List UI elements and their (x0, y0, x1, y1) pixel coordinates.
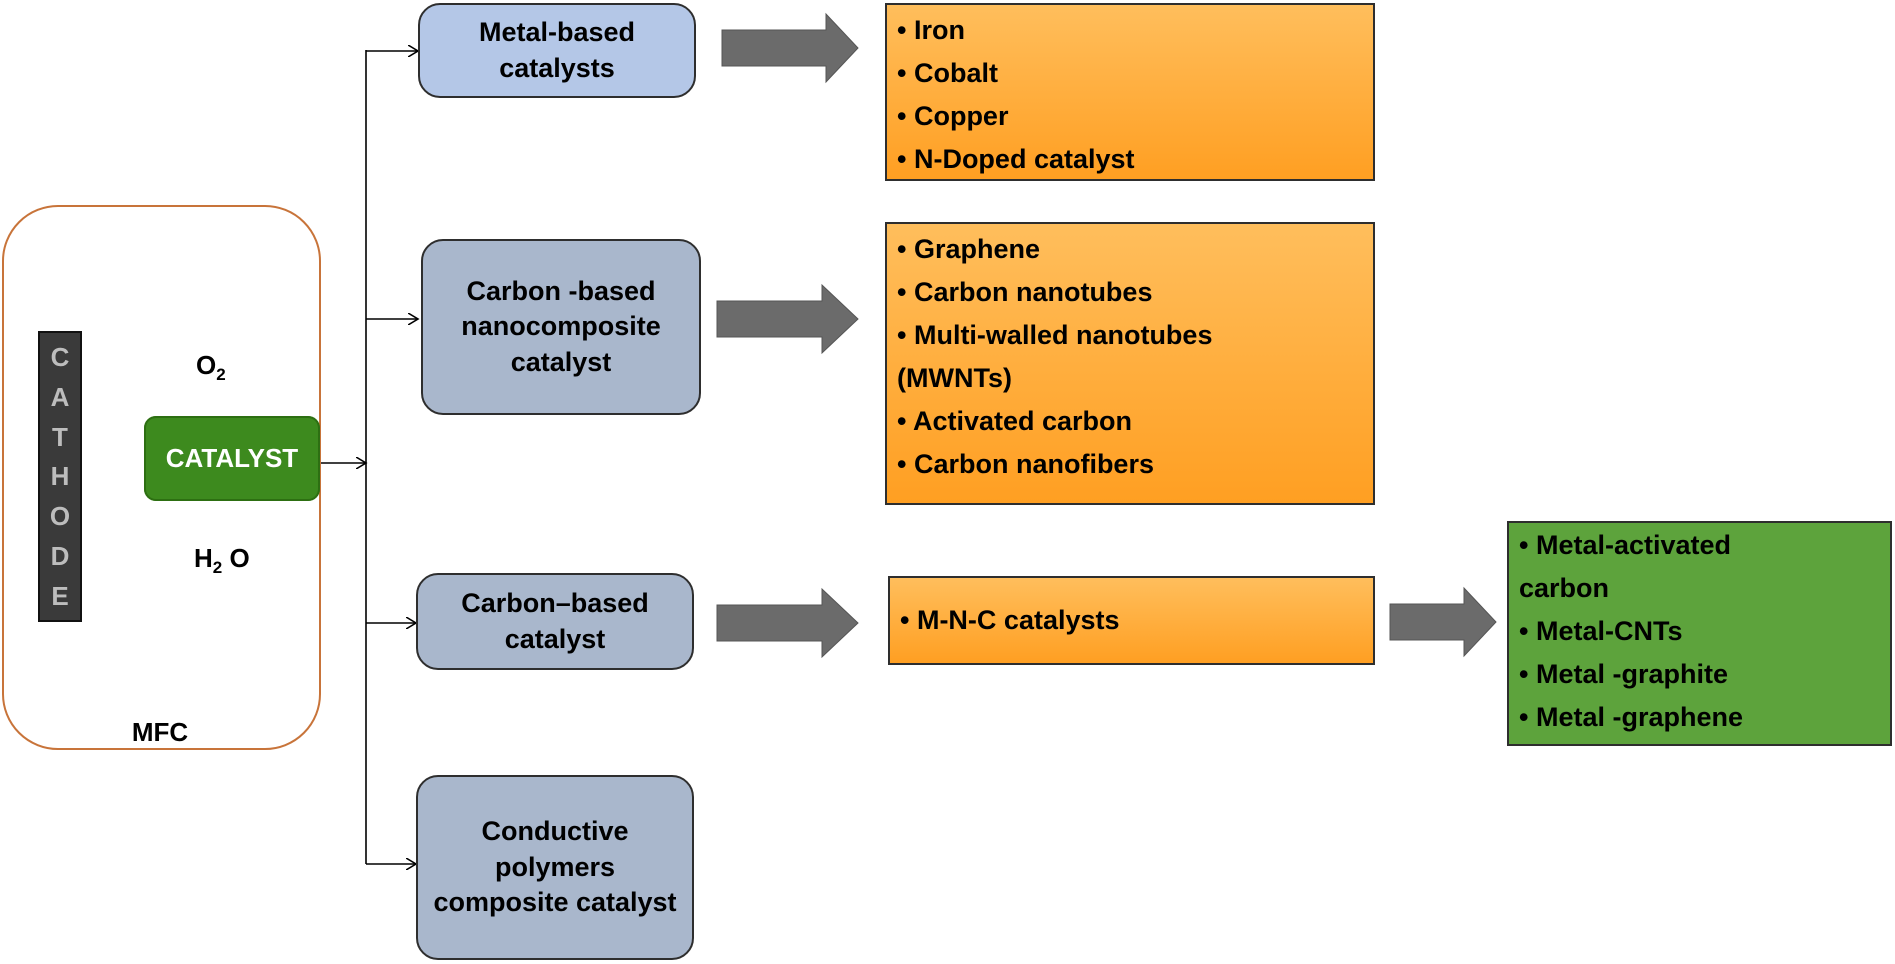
cathode-letter: O (49, 501, 71, 532)
node-conductive-polymers-label: Conductive polymers composite catalyst (433, 816, 677, 918)
list-item: • M-N-C catalysts (900, 605, 1120, 635)
water-oxygen-symbol: O (222, 543, 250, 573)
list-item: carbon (1519, 573, 1610, 603)
cathode-letter: H (50, 461, 70, 492)
fat-arrow-carbon (716, 587, 859, 659)
list-item: • N-Doped catalyst (897, 144, 1135, 174)
fat-arrow-mnc (1389, 586, 1497, 658)
list-item: • Metal-activated (1519, 530, 1732, 560)
oxygen-label: O2 (196, 350, 226, 385)
list-item: • Activated carbon (897, 406, 1133, 436)
list-item: • Copper (897, 101, 1009, 131)
list-carbon-nano-examples: • Graphene • Carbon nanotubes • Multi-wa… (885, 222, 1375, 505)
water-label: H2 O (194, 543, 250, 578)
fat-arrow-carbon-nano (716, 283, 859, 355)
fat-arrow-metal (721, 12, 859, 84)
oxygen-subscript: 2 (216, 365, 226, 385)
node-metal-based: Metal-based catalysts (418, 3, 696, 98)
list-item: • Iron (897, 15, 965, 45)
catalyst-box: CATALYST (144, 416, 320, 501)
list-item: • Carbon nanofibers (897, 449, 1154, 479)
water-subscript: 2 (212, 558, 223, 578)
cathode-letter: A (50, 381, 70, 412)
list-mnc-examples: • Metal-activated carbon • Metal-CNTs • … (1507, 521, 1892, 746)
node-carbon-nanocomposite: Carbon -based nanocomposite catalyst (421, 239, 701, 415)
cathode-letter: T (52, 421, 68, 452)
node-carbon-based-label: Carbon–based catalyst (461, 587, 649, 654)
cathode-letter: C (50, 341, 70, 372)
list-metal-examples: • Iron • Cobalt • Copper • N-Doped catal… (885, 3, 1375, 181)
catalyst-label: CATALYST (165, 443, 299, 473)
list-item: • Multi-walled nanotubes (897, 320, 1213, 350)
cathode-letter: D (50, 541, 70, 572)
list-item: • Metal-CNTs (1519, 616, 1683, 646)
node-conductive-polymers: Conductive polymers composite catalyst (416, 775, 694, 960)
oxygen-symbol: O (196, 350, 217, 380)
node-carbon-based: Carbon–based catalyst (416, 573, 694, 670)
list-item: • Metal -graphene (1519, 702, 1743, 732)
cathode-letter: E (51, 580, 69, 611)
node-metal-based-label: Metal-based catalysts (478, 16, 636, 83)
mfc-label: MFC (131, 717, 189, 747)
list-item: • Carbon nanotubes (897, 277, 1153, 307)
list-item: • Graphene (897, 234, 1040, 264)
list-item: (MWNTs) (897, 363, 1012, 393)
list-item: • Metal -graphite (1519, 659, 1728, 689)
list-item: • Cobalt (897, 58, 998, 88)
water-hydrogen-symbol: H (194, 543, 213, 573)
list-carbon-examples: • M-N-C catalysts (888, 576, 1375, 665)
cathode-bar: C A T H O D E (38, 331, 82, 622)
node-carbon-nanocomposite-label: Carbon -based nanocomposite catalyst (461, 275, 661, 377)
